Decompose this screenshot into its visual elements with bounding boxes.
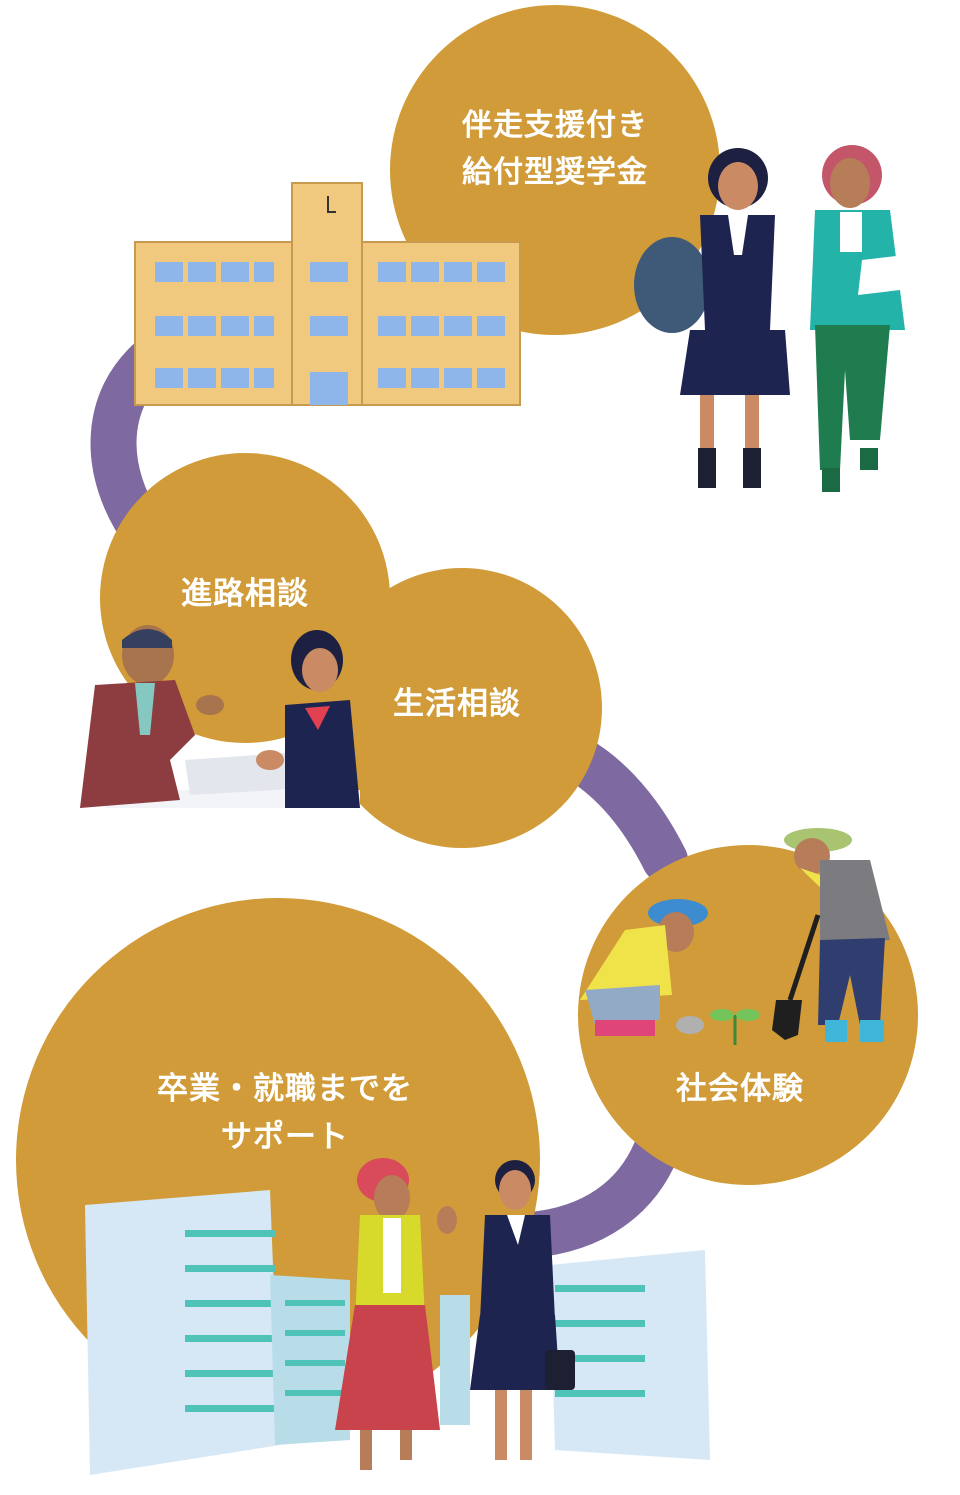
counseling-illustration (80, 625, 360, 808)
step-label-support: 卒業・就職までを サポート (120, 1065, 450, 1161)
gardening-illustration (580, 828, 890, 1045)
step-label-social: 社会体験 (645, 1065, 835, 1113)
graduates-city-illustration (85, 1158, 710, 1475)
scholarship-line-2: 給付型奨学金 (462, 154, 648, 190)
social-line-1: 社会体験 (676, 1071, 804, 1107)
life-line-1: 生活相談 (393, 686, 521, 722)
step-label-career: 進路相談 (150, 570, 340, 618)
support-line-1: 卒業・就職までを (157, 1071, 413, 1107)
career-line-1: 進路相談 (181, 576, 309, 612)
step-label-scholarship: 伴走支援付き 給付型奨学金 (415, 103, 695, 196)
step-label-life: 生活相談 (362, 680, 552, 728)
school-building-illustration (134, 182, 521, 406)
circle-life (322, 568, 602, 848)
scholarship-line-1: 伴走支援付き (462, 108, 648, 143)
support-line-2: サポート (221, 1119, 349, 1156)
student-and-mentor-illustration (634, 145, 905, 492)
